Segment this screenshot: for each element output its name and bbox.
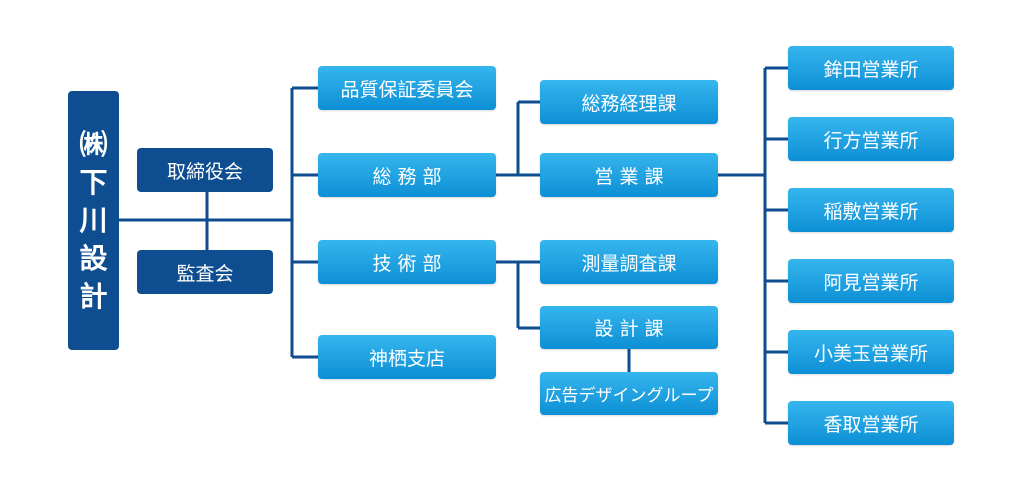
design-section-box: 設 計 課: [540, 306, 718, 349]
board-of-directors-box: 取締役会: [137, 148, 273, 192]
company-name-line: 下: [79, 165, 108, 199]
office-box: 行方営業所: [788, 117, 954, 161]
engineering-dept-box: 技 術 部: [318, 240, 496, 284]
company-name-line: ㈱: [79, 127, 108, 161]
general-accounting-section-box: 総務経理課: [540, 80, 718, 124]
company-name-line: 設: [79, 241, 108, 275]
company-name-box: ㈱ 下 川 設 計: [68, 91, 119, 350]
general-affairs-dept-box: 総 務 部: [318, 153, 496, 197]
quality-committee-box: 品質保証委員会: [318, 66, 496, 110]
company-name-line: 計: [79, 279, 108, 313]
kamisu-branch-box: 神栖支店: [318, 335, 496, 379]
office-box: 小美玉営業所: [788, 330, 954, 374]
sales-section-box: 営 業 課: [540, 153, 718, 197]
office-box: 香取営業所: [788, 401, 954, 445]
office-box: 鉾田営業所: [788, 46, 954, 90]
ad-design-group-box: 広告デザイングループ: [540, 372, 718, 415]
office-box: 阿見営業所: [788, 259, 954, 303]
survey-section-box: 測量調査課: [540, 240, 718, 284]
office-box: 稲敷営業所: [788, 188, 954, 232]
company-name-line: 川: [79, 203, 108, 237]
audit-board-box: 監査会: [137, 250, 273, 294]
